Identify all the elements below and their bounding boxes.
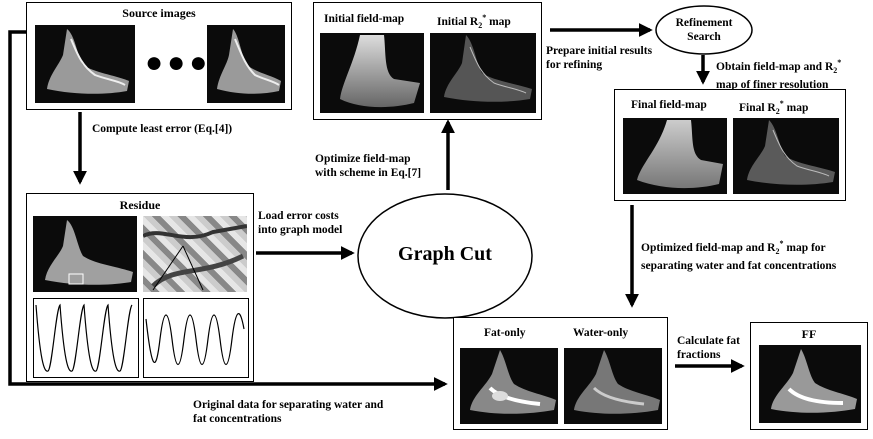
waveform-icon <box>145 313 245 365</box>
foot-mri-icon <box>444 35 532 102</box>
label-load-error-costs: Load error costs into graph model <box>258 209 342 237</box>
label-original-data: Original data for separating water and f… <box>193 399 384 425</box>
foot-mri-icon <box>771 349 857 413</box>
foot-mri-icon <box>470 350 556 414</box>
label-optimize-line-1: Optimize field-map <box>315 153 411 165</box>
final-field-map-label: Final field-map <box>631 99 707 111</box>
zoom-detail-icon <box>143 224 247 291</box>
residue-plot-left <box>33 298 139 378</box>
label-load-line-1: Load error costs <box>258 210 339 222</box>
label-compute-least-error: Compute least error (Eq.[4]) <box>92 123 233 135</box>
fat-only-image <box>460 348 558 424</box>
residue-image <box>33 216 137 292</box>
foot-mri-icon <box>45 220 133 285</box>
field-map-icon <box>637 120 723 189</box>
final-field-map-image <box>623 118 727 194</box>
source-images-title: Source images <box>122 6 196 20</box>
label-optimize-line-2: with scheme in Eq.[7] <box>315 167 422 179</box>
label-calculate-fat-fractions: Calculate fat fractions <box>677 335 740 361</box>
final-results-box: Final field-map Final R2* map <box>614 89 846 201</box>
label-obtain-finer: Obtain field-map and R2* map of finer re… <box>716 58 842 92</box>
arrow-original-data <box>8 30 448 391</box>
waveform-icon <box>35 303 133 372</box>
foot-mri-icon <box>47 29 129 94</box>
initial-field-map-image <box>320 33 424 113</box>
residue-title: Residue <box>119 198 161 212</box>
ff-box: FF <box>750 322 868 430</box>
separation-box: Fat-only Water-only <box>453 317 668 430</box>
more-images-dots: ●●● <box>145 46 212 79</box>
residue-box: Residue <box>26 193 254 382</box>
residue-plot-right <box>143 298 249 378</box>
refinement-search-title: Refinement Search <box>675 17 733 43</box>
graph-cut-title: Graph Cut <box>398 243 492 265</box>
initial-r2-map-image <box>430 33 536 113</box>
foot-mri-icon <box>574 350 660 414</box>
initial-r2-map-label: Initial R2* map <box>437 13 511 31</box>
final-r2-map-image <box>733 118 839 194</box>
initial-results-box: Initial field-map Initial R2* map <box>313 2 542 120</box>
label-optimized-field-map: Optimized field-map and R2* map for sepa… <box>641 239 837 273</box>
foot-mri-icon <box>217 29 281 94</box>
source-image-last <box>207 25 285 103</box>
foot-mri-icon <box>747 120 835 185</box>
ff-title: FF <box>801 327 817 341</box>
ff-image <box>759 345 861 423</box>
initial-field-map-label: Initial field-map <box>324 13 405 25</box>
source-image-first <box>35 25 135 103</box>
water-only-label: Water-only <box>573 327 629 339</box>
fat-only-label: Fat-only <box>484 327 526 339</box>
field-map-icon <box>340 35 420 108</box>
water-only-image <box>564 348 662 424</box>
residue-zoom-image <box>143 216 247 292</box>
label-prepare-initial: Prepare initial results for refining <box>546 44 652 72</box>
label-optimize-field-map: Optimize field-map with scheme in Eq.[7] <box>315 152 421 180</box>
label-load-line-2: into graph model <box>258 224 343 236</box>
source-images-box: Source images ●●● <box>26 2 292 110</box>
label-prepare-line-2: for refining <box>546 59 603 71</box>
label-prepare-line-1: Prepare initial results <box>546 45 653 57</box>
final-r2-map-label: Final R2* map <box>739 99 809 117</box>
